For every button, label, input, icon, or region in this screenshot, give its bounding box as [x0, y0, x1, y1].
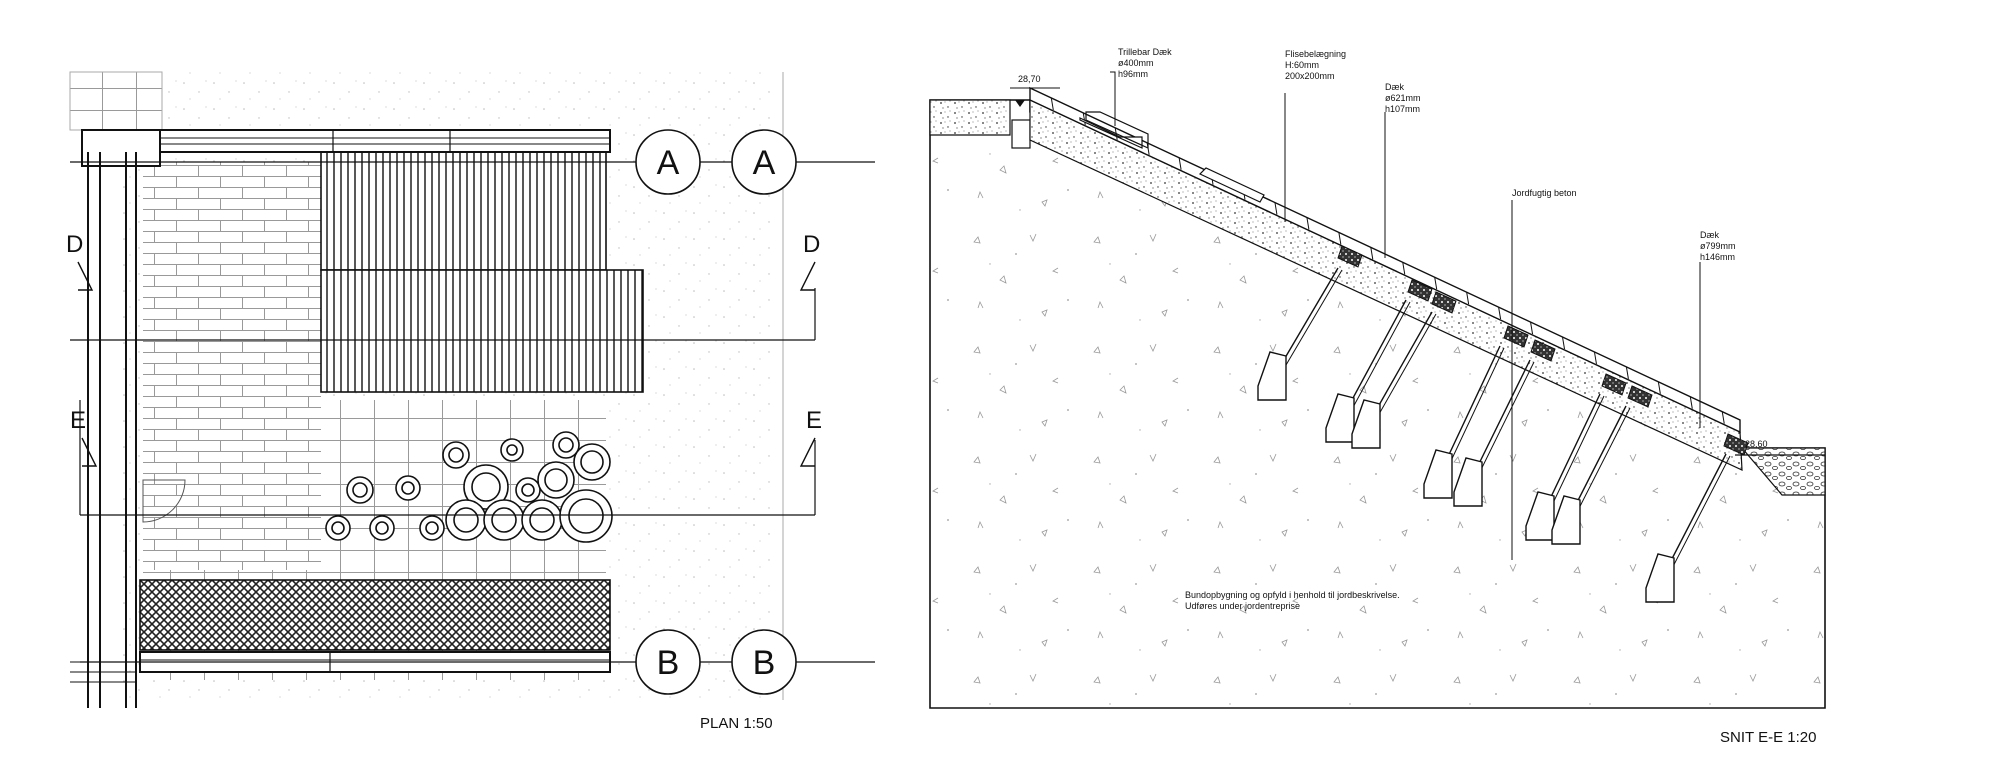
section-bubble-a2 — [731, 129, 797, 195]
section-title: SNIT E-E 1:20 — [1720, 729, 1816, 746]
plan-left-rails — [87, 152, 137, 708]
plan-circular-decks — [325, 431, 613, 543]
deck2-label-line1: Dæk — [1385, 82, 1405, 92]
plan-drawing: D D E E A A B B PLAN 1:50 — [66, 71, 875, 732]
deck1-label-line1: Trillebar Dæk — [1118, 47, 1172, 57]
plan-door-swing — [142, 479, 186, 523]
soil-note-line2: Udføres under jordentreprise — [1185, 601, 1300, 611]
section-curb — [1011, 119, 1031, 149]
plan-slats-middle — [326, 270, 643, 392]
tile-label-line1: Flisebelægning — [1285, 49, 1346, 59]
level-bottom-label: 28,60 — [1745, 439, 1768, 449]
plan-title: PLAN 1:50 — [700, 715, 773, 732]
deck3-label-line2: ø799mm — [1700, 241, 1736, 251]
section-black-decks — [1337, 245, 1749, 456]
cut-label-e-left: E — [70, 407, 86, 434]
tile-label-line2: H:60mm — [1285, 60, 1319, 70]
plan-slat-decking-upper — [320, 151, 607, 271]
plan-cut-arrows — [77, 261, 816, 467]
section-drawing: 28,70 28,60 Trillebar Dæk ø400mm h96mm F… — [929, 47, 1826, 746]
level-top-label: 28,70 — [1018, 74, 1041, 84]
section-marker-a2: A — [753, 144, 776, 182]
deck2-label-line2: ø621mm — [1385, 93, 1421, 103]
deck1-label-line3: h96mm — [1118, 69, 1148, 79]
deck1-label-line2: ø400mm — [1118, 58, 1154, 68]
deck2-label-line3: h107mm — [1385, 104, 1420, 114]
plan-brick-paving — [143, 162, 321, 570]
concrete-label: Jordfugtig beton — [1512, 188, 1577, 198]
plan-slats-upper — [326, 152, 601, 270]
plan-entry-tiles — [69, 71, 163, 131]
section-top-slab — [929, 99, 1011, 136]
section-deck-blocks — [1079, 111, 1265, 203]
section-marker-b1: B — [657, 644, 680, 682]
soil-note-line1: Bundopbygning og opfyld i henhold til jo… — [1185, 590, 1400, 600]
section-marker-a1: A — [657, 144, 680, 182]
tile-label-line3: 200x200mm — [1285, 71, 1335, 81]
section-bubble-b1 — [635, 629, 701, 695]
section-bubble-a1 — [635, 129, 701, 195]
cut-label-d-left: D — [66, 231, 83, 258]
plan-slat-decking-middle — [320, 269, 644, 393]
section-level-marker — [1015, 100, 1025, 107]
plan-top-beam — [81, 129, 611, 153]
section-marker-b2: B — [753, 644, 776, 682]
cut-label-e-right: E — [806, 407, 822, 434]
section-anchors — [1257, 267, 1731, 603]
section-bubble-b2 — [731, 629, 797, 695]
deck3-label-line1: Dæk — [1700, 230, 1720, 240]
section-bubbles — [635, 129, 797, 695]
section-leader-lines — [1010, 71, 1780, 560]
deck3-label-line3: h146mm — [1700, 252, 1735, 262]
section-gravel — [1740, 447, 1826, 496]
cut-label-d-right: D — [803, 231, 820, 258]
plan-lattice-band — [139, 579, 611, 651]
